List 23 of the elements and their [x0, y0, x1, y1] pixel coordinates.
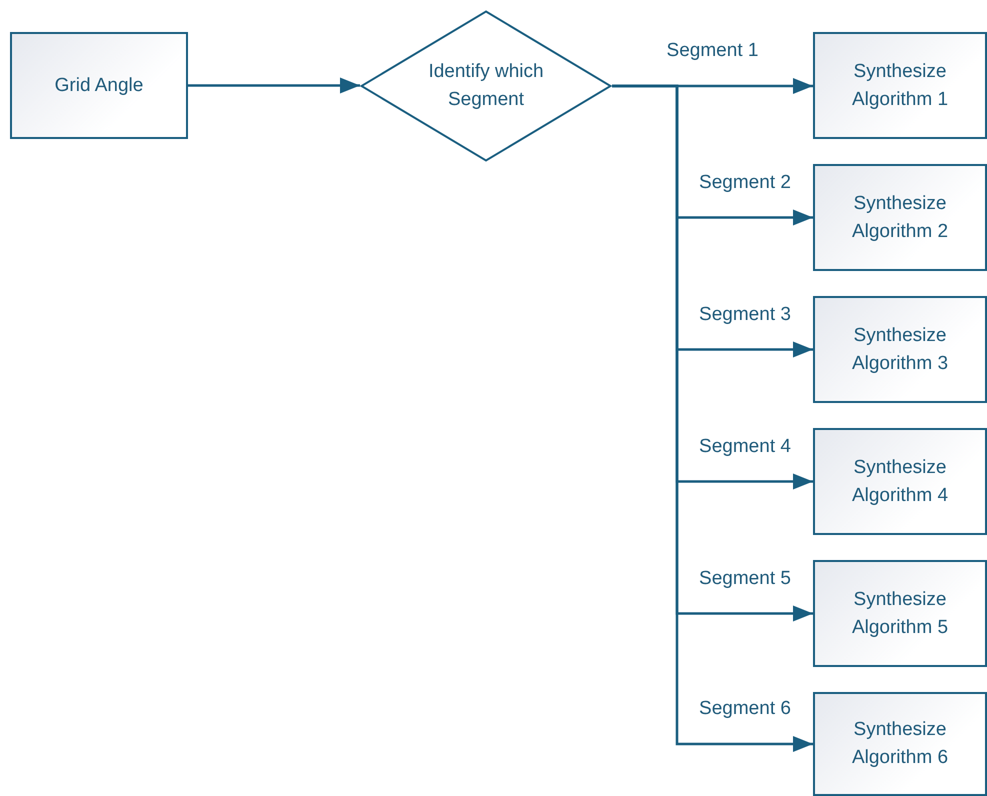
process-box	[813, 560, 987, 667]
process-box	[813, 428, 987, 535]
connector-arrow	[188, 78, 360, 94]
connector-arrow	[612, 84, 813, 752]
node-label: Synthesize Algorithm 6	[850, 718, 950, 770]
node-label: Synthesize Algorithm 5	[850, 588, 950, 640]
edge-label: Segment 2	[697, 172, 793, 194]
node-label: Synthesize Algorithm 4	[850, 456, 950, 508]
node-label: Synthesize Algorithm 3	[850, 324, 950, 376]
process-box	[10, 32, 188, 139]
node-label: Identify which Segment	[427, 60, 545, 112]
process-box	[813, 692, 987, 796]
edge-label: Segment 6	[697, 698, 793, 720]
node-label: Synthesize Algorithm 1	[850, 60, 950, 112]
process-box	[813, 296, 987, 403]
edge-label: Segment 1	[664, 40, 760, 62]
edge-label: Segment 4	[697, 436, 793, 458]
node-label: Grid Angle	[54, 74, 144, 98]
process-box	[813, 164, 987, 271]
process-box	[813, 32, 987, 139]
node-label: Synthesize Algorithm 2	[850, 192, 950, 244]
edge-label: Segment 3	[697, 304, 793, 326]
edge-label: Segment 5	[697, 568, 793, 590]
